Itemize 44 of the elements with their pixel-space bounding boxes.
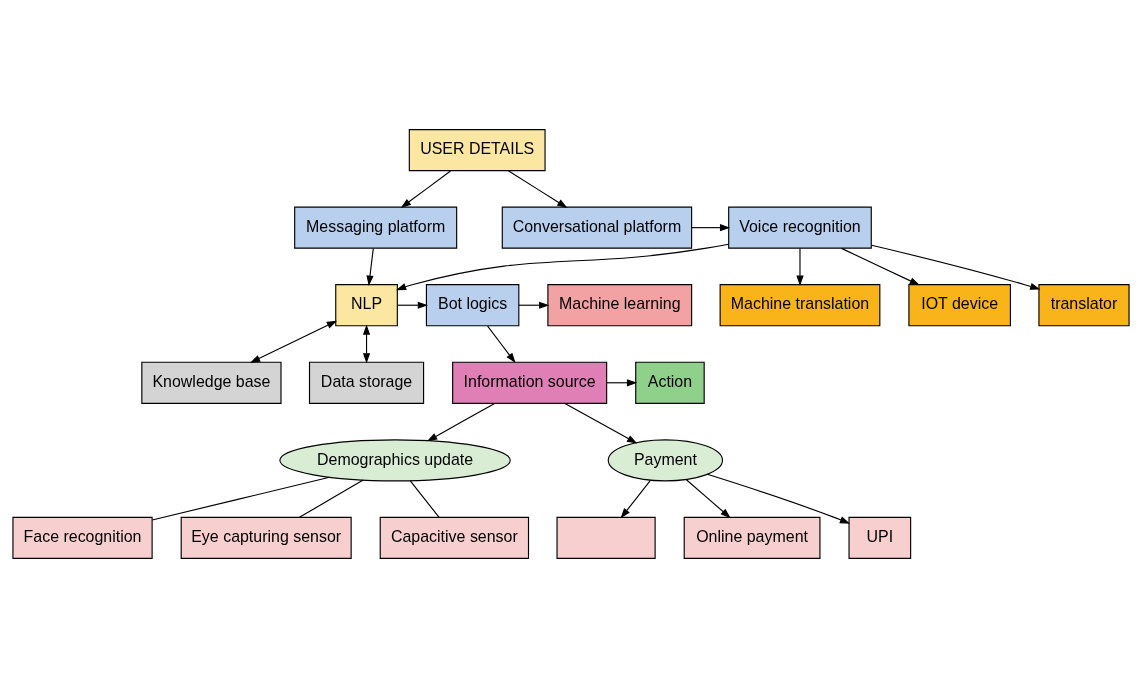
node-box: translator xyxy=(1038,283,1130,326)
node-box: Machine learning xyxy=(547,283,693,326)
arrow xyxy=(871,244,1041,290)
arrow xyxy=(362,323,371,363)
node-box: Online payment xyxy=(683,516,821,559)
node-box: Messaging platform xyxy=(294,206,458,249)
node-ellipse: Payment xyxy=(607,438,724,481)
arrow xyxy=(397,301,429,309)
arrow xyxy=(249,320,338,363)
connector xyxy=(151,476,331,521)
node-box: Machine translation xyxy=(719,283,881,326)
arrow xyxy=(366,247,374,286)
node-box: USER DETAILS xyxy=(408,128,546,171)
arrow xyxy=(400,169,452,208)
node-box: NLP xyxy=(335,283,398,326)
arrow xyxy=(606,378,638,386)
node-box: Eye capturing sensor xyxy=(180,516,352,559)
node-box: Capacitive sensor xyxy=(379,516,530,559)
node-ellipse: Demographics update xyxy=(279,438,511,481)
arrow xyxy=(840,247,920,285)
node-box xyxy=(556,516,656,559)
node-box: Action xyxy=(635,361,705,404)
node-box: Conversational platform xyxy=(501,206,693,249)
node-box: Knowledge base xyxy=(141,361,282,404)
arrow xyxy=(796,247,804,286)
connector xyxy=(298,479,364,518)
node-box: Bot logics xyxy=(425,283,520,326)
node-box: Information source xyxy=(452,361,608,404)
arrow xyxy=(706,473,851,524)
arrow xyxy=(507,169,568,208)
arrow xyxy=(564,402,638,444)
node-box: IOT device xyxy=(908,283,1011,326)
connector xyxy=(409,479,440,518)
arrow xyxy=(620,479,651,518)
arrow xyxy=(427,402,496,441)
arrow xyxy=(691,223,731,231)
arrow xyxy=(395,243,730,290)
node-box: Data storage xyxy=(308,361,425,404)
arrow xyxy=(685,478,731,518)
arrow xyxy=(487,325,516,363)
node-box: UPI xyxy=(848,516,912,559)
node-box: Face recognition xyxy=(12,516,153,559)
arrow xyxy=(518,301,550,309)
node-box: Voice recognition xyxy=(728,206,872,249)
